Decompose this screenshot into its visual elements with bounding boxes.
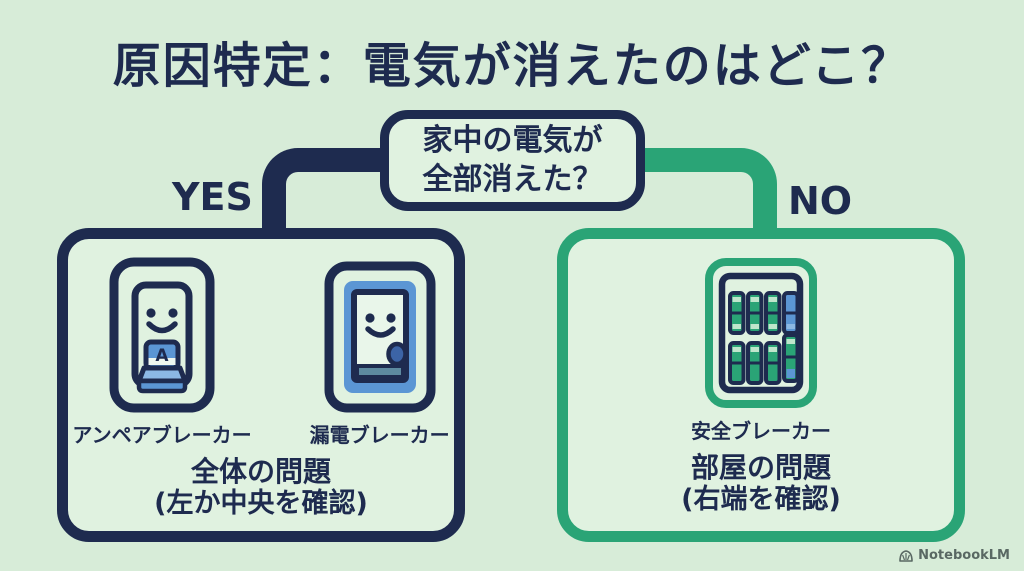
safety-breaker-illustration-row: 安全ブレーカー [691,257,831,444]
page-title: 原因特定：電気が消えたのはどこ？ [112,38,912,94]
leakage-breaker-figure: 漏電ブレーカー [310,261,450,448]
safety-breaker-panel-icon [705,258,817,408]
ampere-breaker-figure: A アンペアブレーカー [72,257,252,448]
notebooklm-label: NotebookLM [918,548,1010,563]
yes-label: YES [172,175,253,219]
left-hint: (左か中央を確認) [154,488,368,520]
no-branch-connector [636,148,777,236]
decision-question-line2: 全部消えた？ [422,161,603,197]
right-conclusion: 部屋の問題 [690,451,831,484]
safety-breaker-label: 安全ブレーカー [691,419,831,443]
decision-node: 家中の電気が 全部消えた？ [380,110,645,211]
safety-breaker-figure: 安全ブレーカー [691,257,831,444]
room-problem-box: 安全ブレーカー 部屋の問題 (右端を確認) [557,228,965,542]
breaker-illustrations-row: A アンペアブレーカー 漏電ブレーカー [72,257,450,448]
ampere-breaker-label: アンペアブレーカー [72,423,252,447]
right-hint: (右端を確認) [681,484,841,516]
leakage-breaker-label: 漏電ブレーカー [309,423,450,447]
decision-question-line1: 家中の電気が [422,123,603,159]
whole-house-problem-box: A アンペアブレーカー 漏電ブレーカー [57,228,465,542]
left-conclusion: 全体の問題 [190,455,331,488]
leakage-breaker-icon [324,261,436,413]
no-label: NO [788,179,853,223]
notebooklm-icon [899,549,913,562]
notebooklm-watermark: NotebookLM [899,548,1010,563]
ampere-breaker-icon: A [109,257,215,413]
yes-branch-connector [262,148,388,236]
ampere-letter: A [155,346,169,366]
